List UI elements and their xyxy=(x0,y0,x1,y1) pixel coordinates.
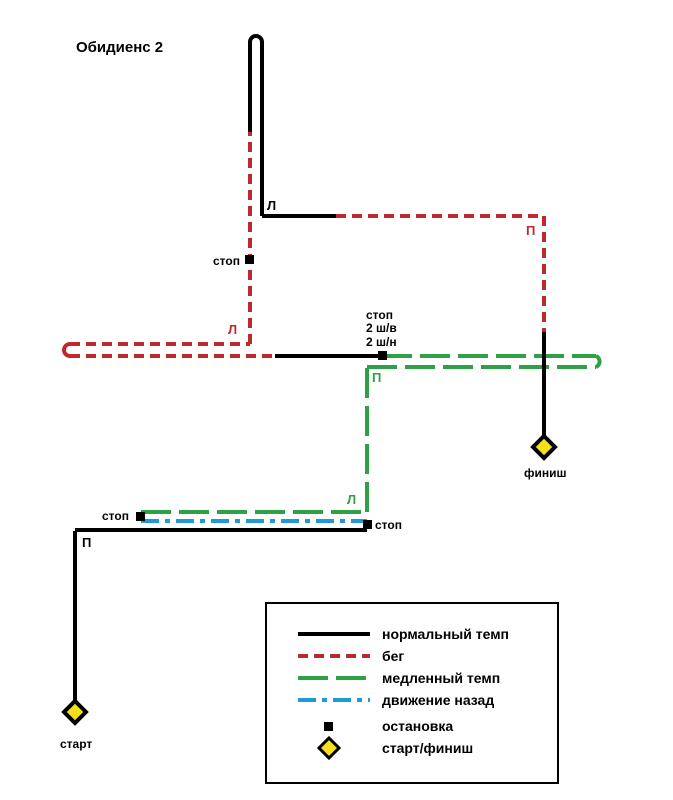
turn-mid-left: Л xyxy=(228,322,237,337)
path-run-uturn xyxy=(62,342,71,358)
finish-marker xyxy=(530,433,558,461)
stop-marker-lower-right xyxy=(363,520,372,529)
legend-swatch-startfinish xyxy=(316,735,342,761)
legend-label-startfinish: старт/финиш xyxy=(382,740,473,756)
stop-marker-center xyxy=(378,351,387,360)
turn-bottom-right: П xyxy=(82,535,91,550)
start-marker xyxy=(61,698,89,726)
start-label: старт xyxy=(60,737,92,751)
legend-swatch-stop xyxy=(324,722,333,731)
legend-box xyxy=(265,602,559,784)
stop-note-2: 2 ш/н xyxy=(366,335,397,349)
turn-lower-left: Л xyxy=(347,492,356,507)
turn-center-right: П xyxy=(372,370,381,385)
stop-marker-lower-left xyxy=(136,512,145,521)
finish-label: финиш xyxy=(524,466,567,480)
turn-top-right: П xyxy=(526,223,535,238)
legend-label-normal: нормальный темп xyxy=(382,626,509,642)
legend-label-back: движение назад xyxy=(382,692,494,708)
turn-top-left: Л xyxy=(267,198,276,213)
stop-marker-top xyxy=(245,255,254,264)
legend-label-slow: медленный темп xyxy=(382,670,500,686)
path-normal-top-loop xyxy=(248,34,264,43)
stop-label-center: стоп xyxy=(366,308,393,322)
stop-note-1: 2 ш/в xyxy=(366,321,397,335)
stop-label-lower-left: стоп xyxy=(102,509,129,523)
legend-label-run: бег xyxy=(382,648,404,664)
diagram-title: Обидиенс 2 xyxy=(76,39,163,56)
path-slow-uturn xyxy=(594,354,602,369)
stop-label-top: стоп xyxy=(213,254,240,268)
legend-label-stop: остановка xyxy=(382,718,453,734)
stop-label-lower-right: стоп xyxy=(375,518,402,532)
